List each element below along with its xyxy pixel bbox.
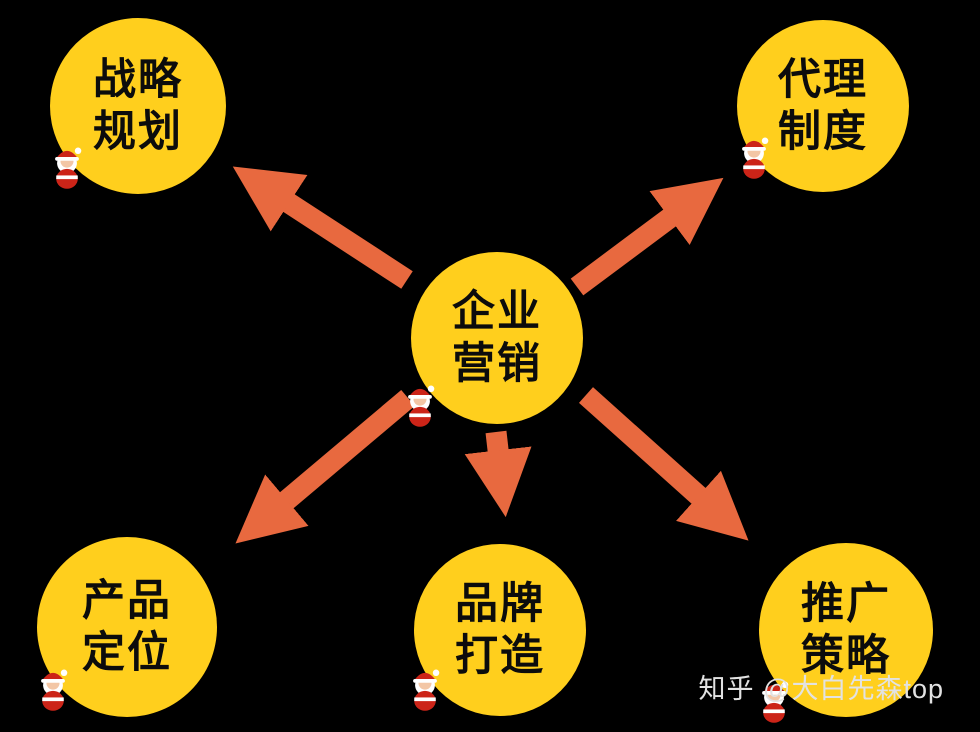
- santa-claus-icon: [413, 669, 440, 711]
- santa-claus-icon: [408, 385, 435, 427]
- santa-claus-icon: [55, 147, 82, 189]
- node-label-line: 企业: [452, 287, 542, 336]
- node-promotion-strategy: 推广 策略: [759, 543, 933, 717]
- node-label-line: 制度: [778, 108, 868, 156]
- node-brand-building: 品牌 打造: [414, 544, 586, 716]
- santa-claus-icon: [41, 669, 68, 711]
- node-label-line: 打造: [455, 632, 545, 680]
- santa-claus-icon: [742, 137, 769, 179]
- arrow-to-brand-building: [464, 430, 532, 518]
- node-label-line: 策略: [801, 632, 891, 680]
- node-label-line: 产品: [82, 576, 172, 625]
- node-label-line: 品牌: [455, 579, 545, 628]
- arrow-to-agency-system: [570, 177, 724, 296]
- node-label-line: 代理: [778, 55, 868, 104]
- arrow-to-promotion-strategy: [578, 387, 749, 541]
- node-label-line: 战略: [93, 55, 183, 104]
- watermark: 知乎 @大白先森top: [698, 674, 944, 704]
- node-label-line: 推广: [801, 579, 891, 628]
- arrow-to-product-positioning: [235, 389, 415, 544]
- node-label-line: 营销: [452, 340, 542, 388]
- node-enterprise-marketing: 企业 营销: [411, 252, 583, 424]
- node-product-positioning: 产品 定位: [37, 537, 217, 717]
- node-label-line: 规划: [93, 108, 183, 156]
- node-agency-system: 代理 制度: [737, 20, 909, 192]
- node-strategic-planning: 战略 规划: [50, 18, 226, 194]
- arrow-to-strategic-planning: [232, 166, 413, 289]
- node-label-line: 定位: [82, 629, 172, 677]
